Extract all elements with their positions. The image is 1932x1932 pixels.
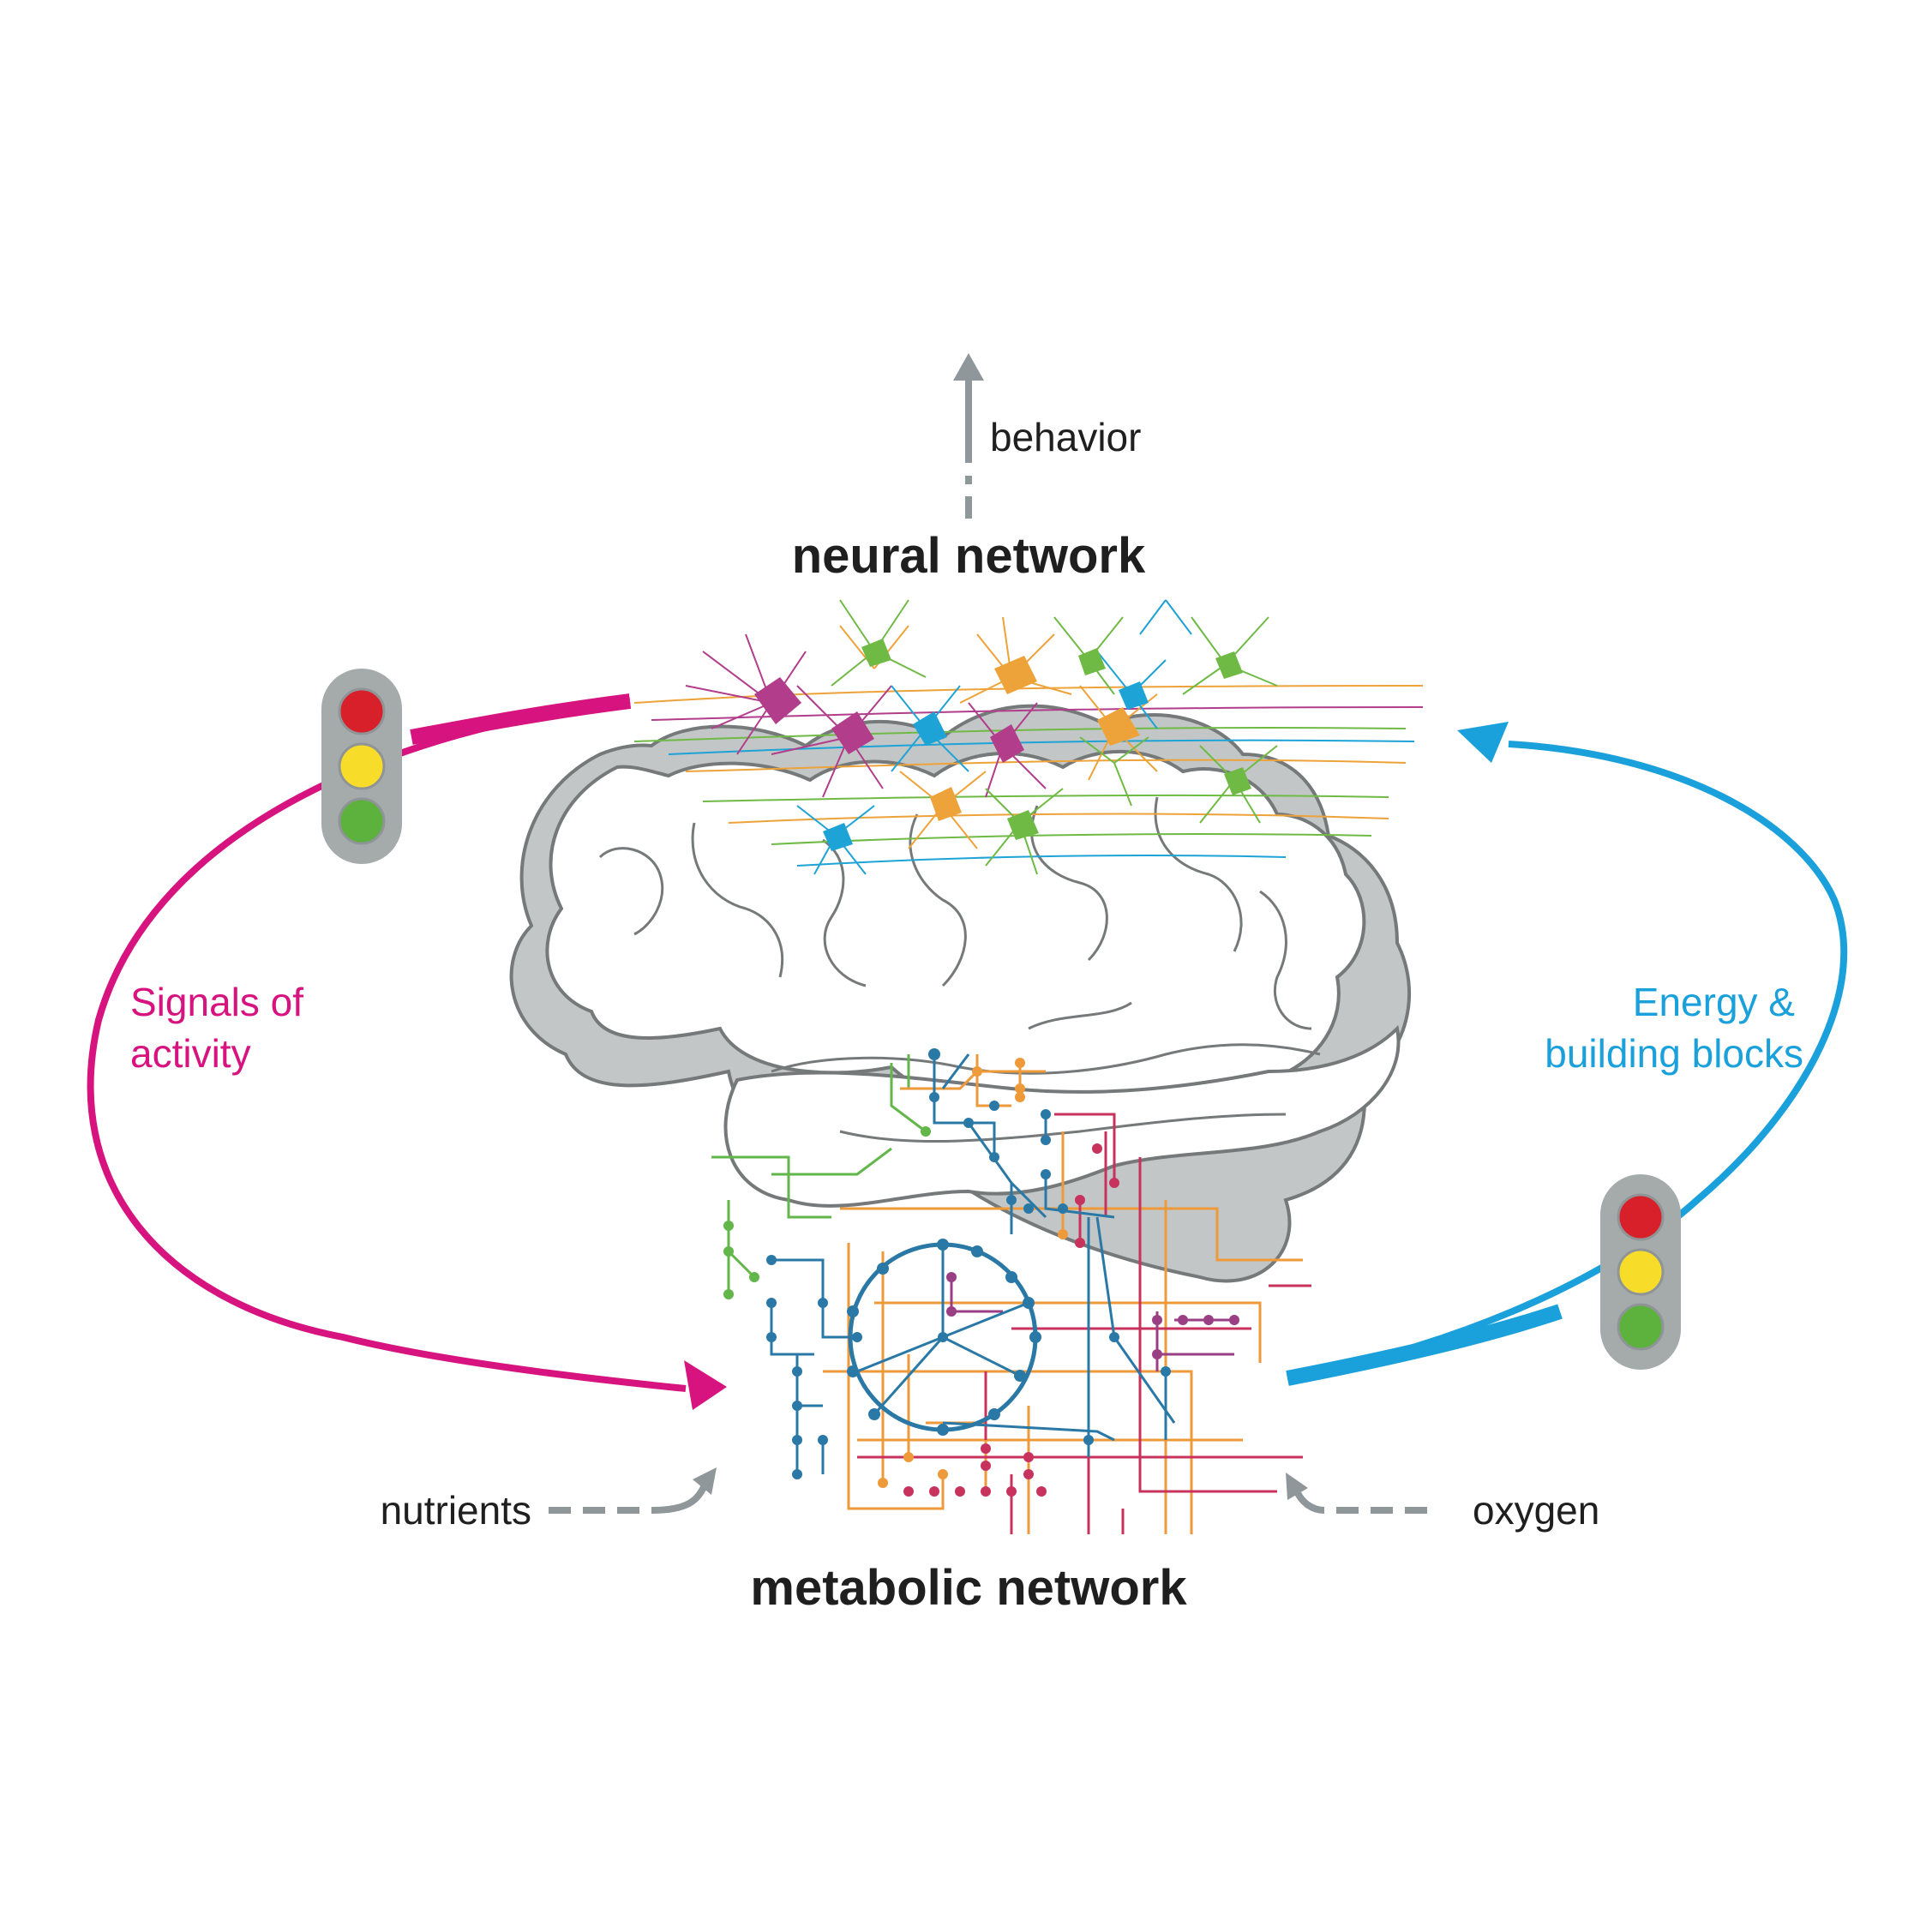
brain-icon: [509, 704, 1412, 1283]
behavior-label: behavior: [990, 415, 1141, 459]
brain-cortex: [545, 749, 1366, 1125]
neural-network-title: neural network: [792, 528, 1146, 584]
dendrites: [685, 599, 1278, 875]
neuron-icon: [754, 639, 1251, 851]
brain-temporal-lobe: [723, 1024, 1401, 1208]
energy-label-line2: building blocks: [1545, 1031, 1803, 1076]
metabolic-stations: [723, 1048, 1239, 1497]
oxygen-label: oxygen: [1473, 1488, 1599, 1533]
metabolic-network-title: metabolic network: [750, 1560, 1187, 1616]
nutrients-arrow: [549, 1467, 717, 1514]
energy-label-line1: Energy &: [1633, 980, 1795, 1024]
signals-label-line1: Signals of: [130, 980, 303, 1024]
signals-label-line2: activity: [130, 1031, 251, 1076]
behavior-arrow: [953, 353, 984, 519]
energy-building-blocks-arrow: [1286, 722, 1848, 1386]
oxygen-arrow: [1286, 1473, 1427, 1514]
traffic-light-icon: [321, 669, 402, 864]
neural-network-neurons: [633, 599, 1424, 875]
traffic-light-icon: [1600, 1174, 1681, 1370]
nutrients-label: nutrients: [381, 1488, 531, 1533]
